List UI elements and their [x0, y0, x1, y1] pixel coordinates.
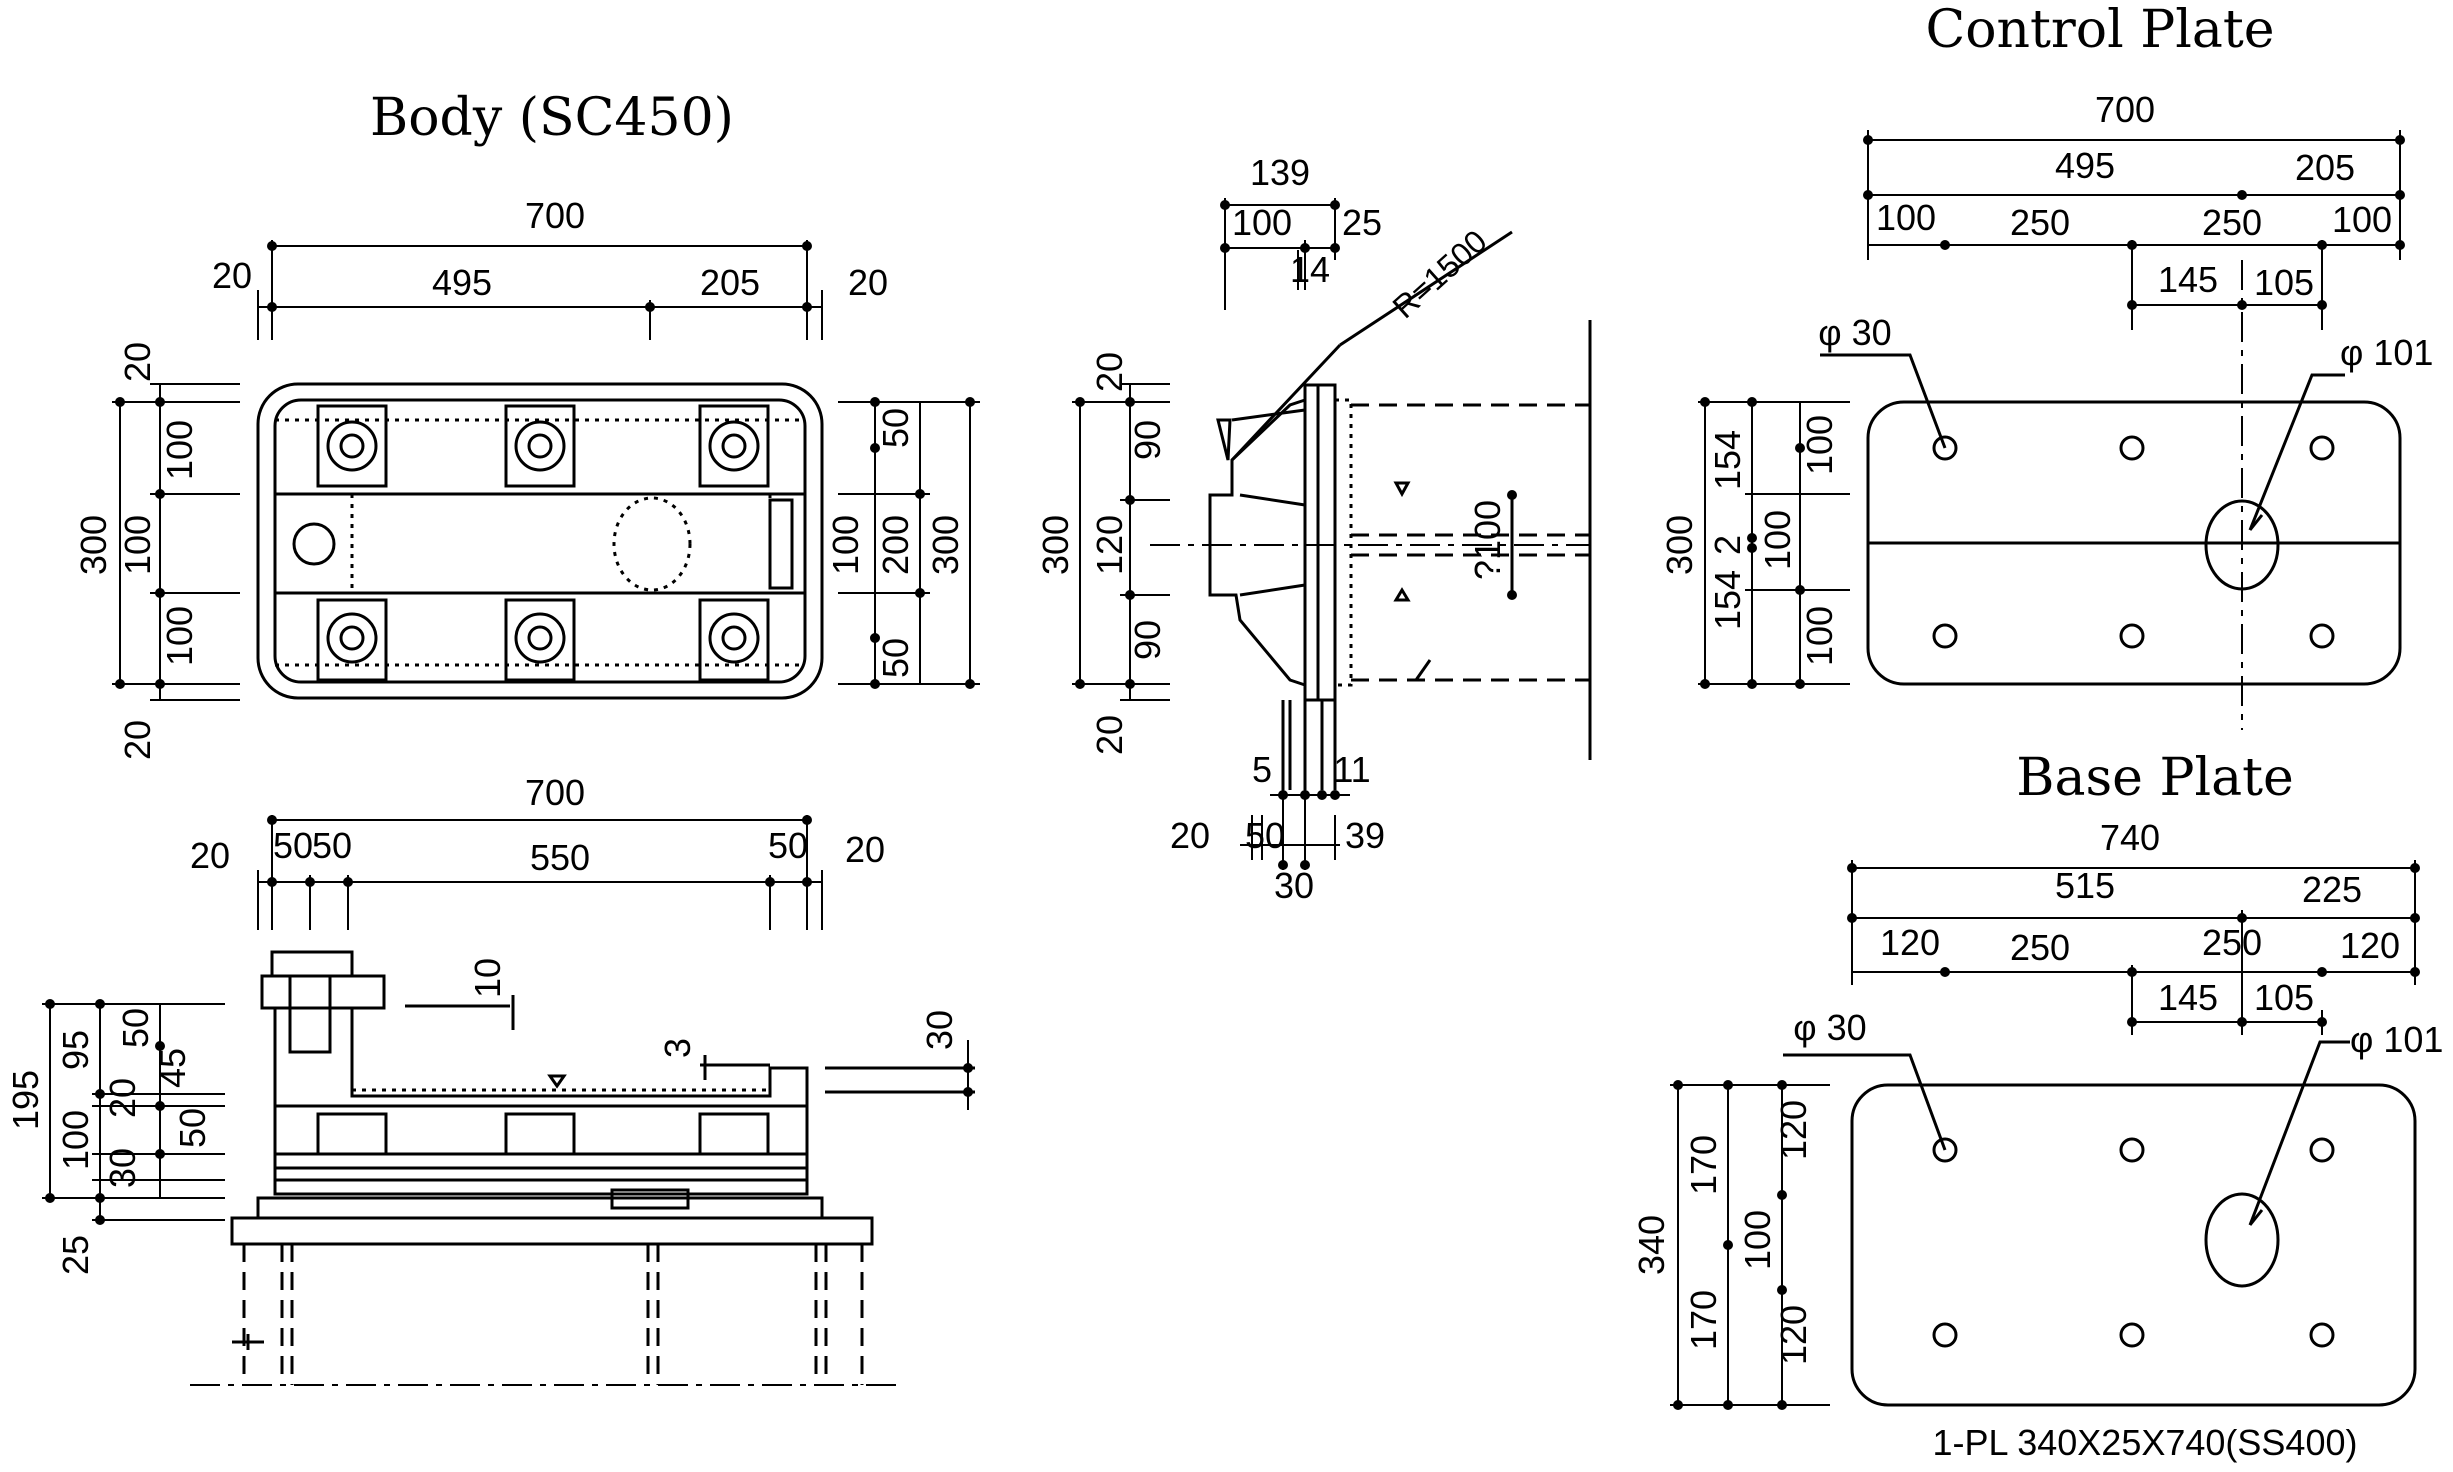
cp-dim-2: 2 — [1707, 535, 1748, 555]
cp-dim-250-a: 250 — [2010, 202, 2070, 243]
body-plan-dim-100-c: 100 — [159, 606, 200, 666]
body-plan-dim-205: 205 — [700, 262, 760, 303]
body-plan-dim-20-bottom: 20 — [117, 720, 158, 760]
body-plan-dim-100-right: 100 — [825, 515, 866, 575]
control-plate-title: Control Plate — [1925, 0, 2274, 60]
cp-dim-105: 105 — [2254, 262, 2314, 303]
section-dim-11: 11 — [1333, 749, 1370, 790]
section-dim-20-b: 20 — [1170, 815, 1210, 856]
bp-dim-120-right: 120 — [2340, 925, 2400, 966]
section-dim-120: 120 — [1089, 515, 1130, 575]
bp-dim-250-b: 250 — [2202, 922, 2262, 963]
section-dim-20-top: 20 — [1089, 352, 1130, 392]
section-dim-100: 100 — [1232, 202, 1292, 243]
body-plan-dim-700: 700 — [525, 195, 585, 236]
cp-dim-100-a: 100 — [1799, 415, 1840, 475]
body-plan-dim-200: 200 — [875, 515, 916, 575]
section-view: 139 100 25 14 R=1500 ?100 — [1035, 152, 1592, 906]
bp-dim-250-a: 250 — [2010, 927, 2070, 968]
bp-dim-120-a: 120 — [1773, 1100, 1814, 1160]
bp-dim-120-b: 120 — [1773, 1305, 1814, 1365]
control-plate-view: 700 495 205 100 250 250 100 145 105 φ 30… — [1659, 89, 2433, 730]
section-dim-50-b: 50 — [1245, 815, 1285, 856]
body-plan-view: 700 495 205 20 20 — [73, 195, 980, 760]
bp-phi-101: φ 101 — [2350, 1019, 2443, 1060]
cp-dim-700: 700 — [2095, 89, 2155, 130]
section-dim-90-bottom: 90 — [1127, 620, 1168, 660]
body-plan-dim-100-a: 100 — [159, 420, 200, 480]
elev-dim-195: 195 — [5, 1070, 46, 1130]
cp-dim-154-b: 154 — [1707, 570, 1748, 630]
elev-dim-20-left: 20 — [190, 835, 230, 876]
elev-dim-50-a: 50 — [273, 825, 313, 866]
cp-phi-30: φ 30 — [1818, 312, 1891, 353]
elev-dim-25: 25 — [55, 1235, 96, 1275]
elev-dim-50-d: 50 — [768, 825, 808, 866]
bp-dim-340: 340 — [1631, 1215, 1672, 1275]
section-radius-label: R=1500 — [1386, 223, 1494, 325]
body-plan-dim-50-bottom: 50 — [875, 638, 916, 678]
section-dim-25: 25 — [1342, 202, 1382, 243]
elev-dim-20-right: 20 — [845, 829, 885, 870]
elev-dim-45: 45 — [152, 1048, 193, 1088]
body-plan-dim-20-top: 20 — [117, 342, 158, 382]
section-dim-300: 300 — [1035, 515, 1076, 575]
cp-dim-100-right: 100 — [2332, 199, 2392, 240]
section-dim-90-top: 90 — [1127, 420, 1168, 460]
elev-dim-50-bottom: 50 — [172, 1108, 213, 1148]
cp-dim-154-a: 154 — [1707, 430, 1748, 490]
body-plan-dim-20-left: 20 — [212, 255, 252, 296]
bp-dim-170-b: 170 — [1683, 1290, 1724, 1350]
bp-dim-120-left: 120 — [1880, 922, 1940, 963]
section-dim-39: 39 — [1345, 815, 1385, 856]
elev-dim-30: 30 — [102, 1148, 143, 1188]
cp-dim-145: 145 — [2158, 259, 2218, 300]
cp-phi-101: φ 101 — [2340, 332, 2433, 373]
bp-dim-100: 100 — [1737, 1210, 1778, 1270]
section-dim-20-bottom: 20 — [1089, 715, 1130, 755]
section-dim-139: 139 — [1250, 152, 1310, 193]
cp-dim-205: 205 — [2295, 147, 2355, 188]
bp-dim-515: 515 — [2055, 865, 2115, 906]
body-title: Body (SC450) — [370, 88, 734, 148]
cp-dim-300: 300 — [1659, 515, 1700, 575]
elev-dim-20-mid: 20 — [102, 1078, 143, 1118]
elev-dim-50-b: 50 — [312, 825, 352, 866]
base-plate-title: Base Plate — [2016, 748, 2294, 808]
bp-dim-145: 145 — [2158, 977, 2218, 1018]
weld-3-label: 3 — [657, 1038, 698, 1058]
body-plan-dim-50-top: 50 — [875, 408, 916, 448]
bp-phi-30: φ 30 — [1793, 1007, 1866, 1048]
bp-dim-740: 740 — [2100, 817, 2160, 858]
section-dim-14: 14 — [1290, 249, 1330, 290]
bp-dim-105: 105 — [2254, 977, 2314, 1018]
bp-dim-170-a: 170 — [1683, 1135, 1724, 1195]
weld-10-label: 10 — [467, 958, 508, 998]
base-plate-view: 740 515 225 120 250 250 120 145 105 φ 30… — [1631, 817, 2443, 1463]
body-plan-dim-300-right: 300 — [925, 515, 966, 575]
body-plan-dim-300-left: 300 — [73, 515, 114, 575]
body-plan-dim-495: 495 — [432, 262, 492, 303]
bp-dim-225: 225 — [2302, 869, 2362, 910]
body-elevation-view: 700 20 50 50 550 50 20 — [5, 772, 975, 1386]
elev-dim-30-right: 30 — [919, 1010, 960, 1050]
cp-dim-100-c: 100 — [1799, 606, 1840, 666]
section-hole-label: ?100 — [1467, 500, 1508, 580]
base-plate-spec-label: 1-PL 340X25X740(SS400) — [1933, 1422, 2358, 1463]
body-plan-dim-20-right: 20 — [848, 262, 888, 303]
cp-dim-100-left: 100 — [1876, 197, 1936, 238]
cp-dim-250-b: 250 — [2202, 202, 2262, 243]
cp-dim-495: 495 — [2055, 145, 2115, 186]
cp-dim-100-b: 100 — [1757, 510, 1798, 570]
section-dim-30: 30 — [1274, 865, 1314, 906]
body-plan-dim-100-b: 100 — [117, 515, 158, 575]
section-dim-5: 5 — [1252, 749, 1272, 790]
elev-dim-100: 100 — [55, 1110, 96, 1170]
elev-dim-95: 95 — [55, 1030, 96, 1070]
elev-dim-50-top: 50 — [115, 1008, 156, 1048]
elev-dim-700: 700 — [525, 772, 585, 813]
elev-dim-550: 550 — [530, 837, 590, 878]
